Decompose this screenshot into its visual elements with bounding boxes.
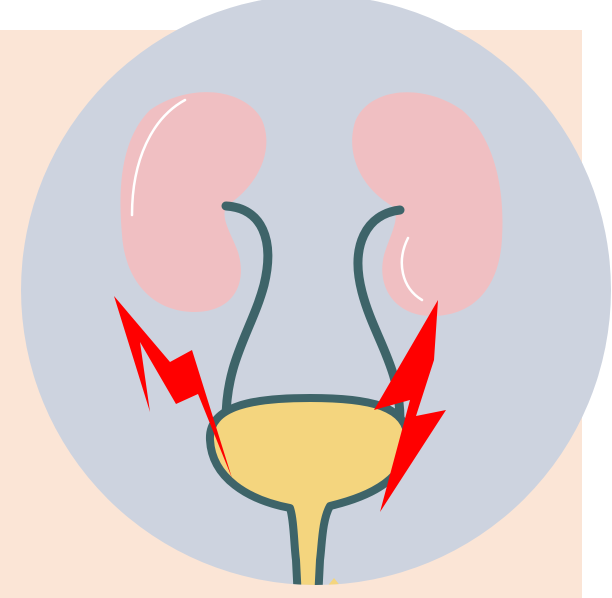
urinary-tract-illustration: [0, 0, 612, 598]
illustration-stage: [0, 0, 612, 598]
